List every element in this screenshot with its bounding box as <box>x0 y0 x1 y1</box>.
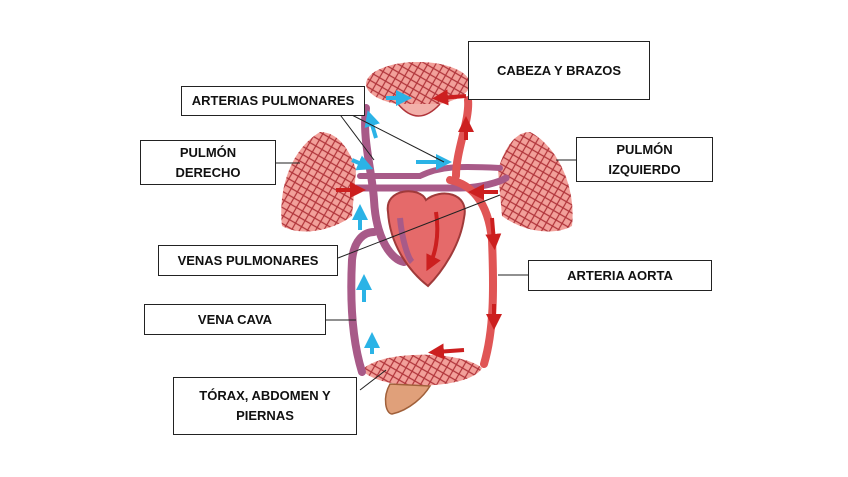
right-lung <box>281 132 356 232</box>
leader-lines <box>276 111 576 391</box>
body-capillaries <box>362 354 482 415</box>
label-pulmon-izquierdo: PULMÓN IZQUIERDO <box>576 137 713 182</box>
label-torax-abdomen-piernas: TÓRAX, ABDOMEN Y PIERNAS <box>173 377 357 435</box>
label-pulmon-derecho: PULMÓN DERECHO <box>140 140 276 185</box>
label-cabeza-y-brazos: CABEZA Y BRAZOS <box>468 41 650 100</box>
heart <box>386 190 466 288</box>
oxygenated-flow-arrows <box>336 89 502 360</box>
deoxygenated-flow-arrows <box>351 90 452 354</box>
label-venas-pulmonares: VENAS PULMONARES <box>158 245 338 276</box>
left-lung <box>498 132 573 232</box>
label-arteria-aorta: ARTERIA AORTA <box>528 260 712 291</box>
label-arterias-pulmonares: ARTERIAS PULMONARES <box>181 86 365 116</box>
label-vena-cava: VENA CAVA <box>144 304 326 335</box>
head-capillaries <box>366 62 470 117</box>
